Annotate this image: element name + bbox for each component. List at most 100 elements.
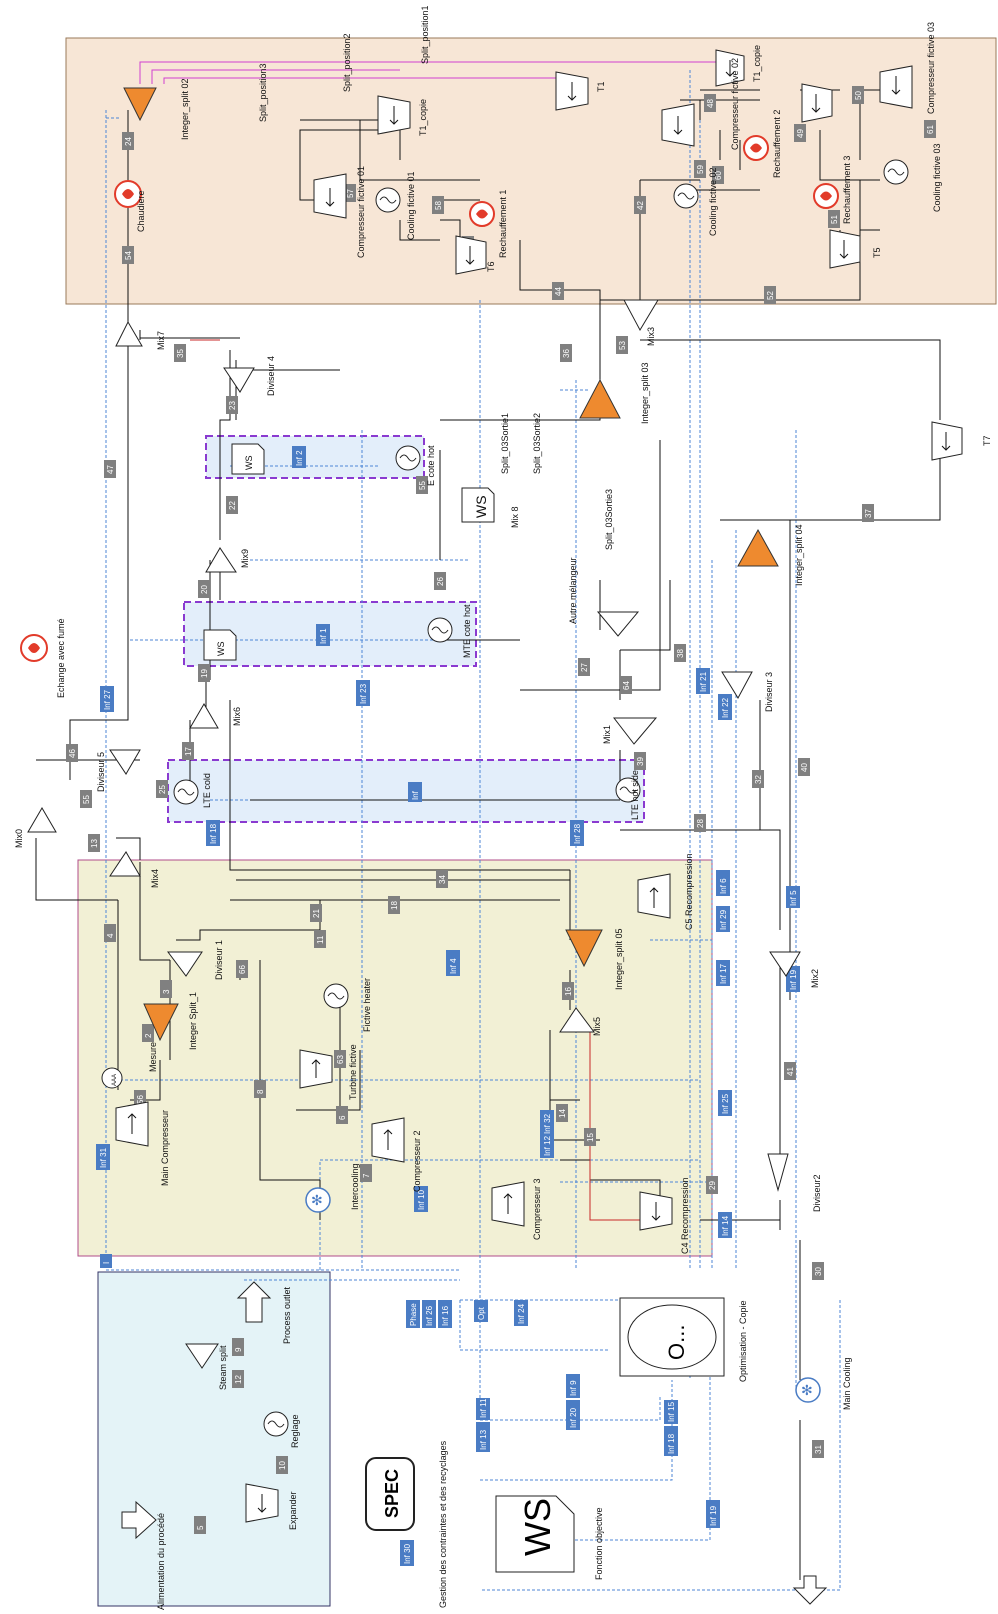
- label-rechauffement-1: Rechauffement 1: [498, 190, 508, 258]
- svg-text:Inf 26: Inf 26: [425, 1305, 434, 1326]
- stream-tag: [194, 1516, 206, 1534]
- t5-turbine-icon[interactable]: [830, 230, 860, 268]
- svg-text:63: 63: [336, 1055, 345, 1064]
- label-fictive-heater: Fictive heater: [362, 978, 372, 1032]
- info-tag: [100, 1254, 112, 1268]
- t6-turbine-icon[interactable]: [456, 236, 486, 274]
- svg-text:25: 25: [158, 785, 167, 794]
- svg-text:35: 35: [176, 349, 185, 358]
- svg-text:46: 46: [68, 749, 77, 758]
- label-t1-copie-b: T1_copie: [752, 45, 762, 82]
- mix6-icon[interactable]: [190, 704, 218, 728]
- label-split-03-sortie1: Split_03Sortie1: [500, 413, 510, 474]
- label-mesure: Mesure: [148, 1042, 158, 1072]
- stream-tag: [232, 1338, 244, 1356]
- svg-text:9: 9: [234, 1347, 243, 1352]
- svg-text:34: 34: [438, 875, 447, 884]
- integer-split-04-icon[interactable]: [738, 530, 778, 566]
- svg-text:52: 52: [766, 291, 775, 300]
- svg-text:28: 28: [696, 819, 705, 828]
- svg-text:Inf 17: Inf 17: [719, 963, 728, 984]
- diviseur-5-icon[interactable]: [110, 750, 140, 774]
- label-intercooling: Intercooling: [350, 1163, 360, 1210]
- svg-text:38: 38: [676, 649, 685, 658]
- svg-text:44: 44: [554, 287, 563, 296]
- svg-text:36: 36: [562, 349, 571, 358]
- svg-text:Inf 14: Inf 14: [721, 1215, 730, 1236]
- svg-text:4: 4: [106, 933, 115, 938]
- label-split-position2: Split_position2: [342, 33, 352, 92]
- svg-text:19: 19: [200, 669, 209, 678]
- diviseur-4-icon[interactable]: [224, 368, 254, 392]
- svg-text:Inf 15: Inf 15: [667, 1401, 676, 1422]
- t7-turbine-icon[interactable]: [932, 422, 962, 460]
- svg-text:Phase: Phase: [409, 1303, 418, 1326]
- svg-text:8: 8: [256, 1089, 265, 1094]
- label-mix4: Mix4: [150, 869, 160, 888]
- svg-text:23: 23: [228, 401, 237, 410]
- label-mix0: Mix0: [14, 829, 24, 848]
- svg-text:58: 58: [434, 201, 443, 210]
- label-reglage: Reglage: [290, 1414, 300, 1448]
- mix1-icon[interactable]: [614, 718, 656, 744]
- label-e-cote-hot: E cote hot: [426, 445, 436, 486]
- label-compresseur-2: Compresseur 2: [412, 1130, 422, 1192]
- stream-tag: [160, 980, 172, 998]
- zone-compression-section: [78, 860, 712, 1256]
- label-autre-melangeur: Autre mélangeur: [568, 557, 578, 624]
- svg-text:50: 50: [854, 91, 863, 100]
- svg-text:SPEC: SPEC: [382, 1469, 402, 1518]
- autre-melangeur-icon[interactable]: [598, 612, 638, 636]
- label-steam-split: Steam split: [218, 1345, 228, 1390]
- svg-text:54: 54: [124, 251, 133, 260]
- stream-tag: [142, 1024, 154, 1042]
- snowflake-icon: ✻: [311, 1192, 323, 1208]
- svg-text:Opt: Opt: [477, 1306, 486, 1320]
- label-c4-recompression: C4 Recompression: [680, 1177, 690, 1254]
- svg-text:WS: WS: [216, 642, 226, 657]
- main-cooling-outlet-arrow[interactable]: [794, 1576, 826, 1604]
- svg-text:66: 66: [238, 965, 247, 974]
- stream-tag: [360, 1164, 372, 1182]
- svg-text:Inf 11: Inf 11: [479, 1398, 488, 1418]
- svg-text:55: 55: [82, 795, 91, 804]
- label-c5-recompression: C5 Recompression: [684, 853, 694, 930]
- svg-text:48: 48: [706, 99, 715, 108]
- mix7-icon[interactable]: [116, 322, 142, 346]
- svg-text:Inf 32: Inf 32: [543, 1113, 552, 1134]
- mix3-icon[interactable]: [624, 300, 658, 330]
- svg-text:Inf 4: Inf 4: [449, 958, 458, 974]
- svg-text:37: 37: [864, 509, 873, 518]
- svg-text:AAA: AAA: [112, 1074, 118, 1086]
- label-lte-cold: LTE cold: [202, 773, 212, 808]
- svg-text:3: 3: [162, 989, 171, 994]
- svg-text:Inf 18: Inf 18: [667, 1433, 676, 1454]
- stream-tag: [254, 1080, 266, 1098]
- label-mix5: Mix5: [592, 1017, 602, 1036]
- snowflake-icon: ✻: [801, 1382, 813, 1398]
- mix0-icon[interactable]: [28, 808, 56, 832]
- label-rechauffement-2: Rechauffement 2: [772, 110, 782, 178]
- svg-text:Inf 21: Inf 21: [699, 671, 708, 692]
- svg-text:WS: WS: [517, 1498, 558, 1556]
- label-mix9: Mix9: [240, 549, 250, 568]
- label-diviseur2: Diviseur2: [812, 1174, 822, 1212]
- svg-text:O...: O...: [664, 1325, 689, 1360]
- diviseur2-icon[interactable]: [768, 1154, 788, 1190]
- label-cooling-fictive-03: Cooling fictive 03: [932, 143, 942, 212]
- svg-text:Inf 6: Inf 6: [719, 878, 728, 894]
- heat-panel-lower: [168, 760, 644, 822]
- svg-text:31: 31: [814, 1445, 823, 1454]
- label-t6: T6: [486, 261, 496, 272]
- label-rechauffement-3: Rechauffement 3: [842, 156, 852, 224]
- svg-text:Inf 12: Inf 12: [543, 1135, 552, 1156]
- svg-text:Inf 13: Inf 13: [479, 1429, 488, 1450]
- integer-split-03-icon[interactable]: [580, 380, 620, 418]
- t2-turbine-icon[interactable]: [802, 84, 832, 122]
- svg-text:7: 7: [362, 1173, 371, 1178]
- label-cooling-fictive-01: Cooling fictive 01: [406, 171, 416, 240]
- svg-text:22: 22: [228, 501, 237, 510]
- svg-text:Inf 25: Inf 25: [721, 1093, 730, 1114]
- label-integer-split-1: Integer Split_1: [188, 992, 198, 1050]
